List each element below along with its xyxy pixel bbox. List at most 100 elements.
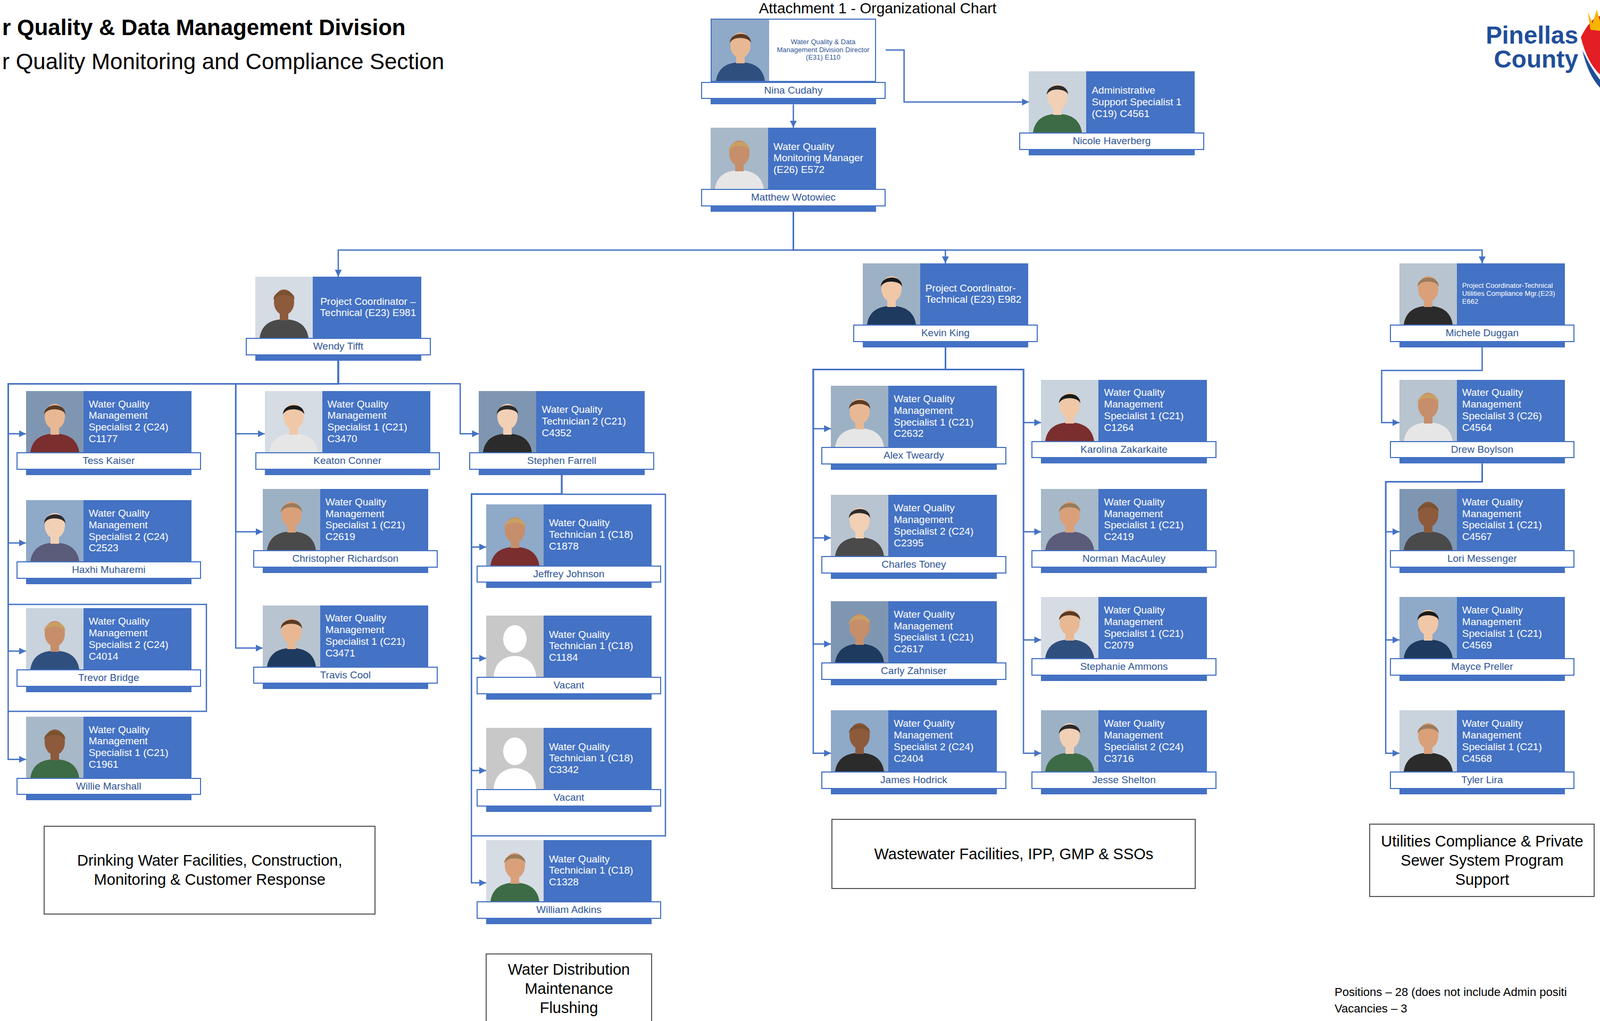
- position-title: Water Quality Technician 1 (C18) C1328: [543, 839, 652, 902]
- name-underbar: [1028, 150, 1195, 156]
- position-card: Water Quality Management Specialist 1 (C…: [1040, 379, 1207, 441]
- photo-hair: [282, 404, 305, 414]
- person-photo: [1040, 379, 1099, 441]
- position-box: Project Coordinator-Technical (E23) E982…: [853, 263, 1038, 348]
- person-name: Willie Marshall: [16, 777, 202, 796]
- position-card: Administrative Support Specialist 1 (C19…: [1028, 71, 1195, 133]
- photo-face: [1059, 722, 1080, 749]
- position-card: Water Quality Technician 2 (C21) C4352: [478, 390, 645, 453]
- position-title: Project Coordinator-Technical Utilities …: [1456, 263, 1565, 325]
- photo-ground: [255, 276, 313, 338]
- position-box: Water Quality Management Specialist 3 (C…: [1389, 379, 1575, 464]
- photo-body: [490, 882, 540, 902]
- person-photo: [26, 607, 84, 670]
- photo-body: [267, 647, 316, 667]
- section-heading: r Quality Monitoring and Compliance Sect…: [2, 48, 445, 75]
- position-card: Water Quality Technician 1 (C18) C1878: [486, 504, 652, 566]
- position-card: Water Quality Management Specialist 1 (C…: [1399, 710, 1565, 772]
- person-name: Charles Toney: [821, 555, 1006, 574]
- name-underbar: [264, 469, 431, 475]
- photo-hair: [729, 33, 752, 43]
- person-photo: [1399, 488, 1457, 550]
- photo-face: [44, 403, 65, 430]
- photo-body: [482, 433, 532, 453]
- photo-hair: [44, 622, 66, 632]
- position-box: Water Quality Management Specialist 1 (C…: [16, 716, 202, 801]
- photo-face: [849, 722, 870, 749]
- person-photo: [1040, 488, 1099, 550]
- photo-ground: [26, 390, 84, 453]
- person-photo: [264, 390, 323, 453]
- position-card: Water Quality Management Specialist 1 (C…: [262, 488, 429, 550]
- photo-face: [881, 276, 902, 302]
- name-underbar: [830, 679, 997, 686]
- position-title: Water Quality Management Specialist 2 (C…: [83, 500, 192, 562]
- name-underbar: [478, 469, 645, 475]
- reporting-line: [793, 211, 1483, 264]
- photo-body: [1403, 531, 1453, 550]
- position-title: Water Quality Technician 2 (C21) C4352: [536, 390, 645, 453]
- logo-wave: [1582, 50, 1600, 88]
- position-card: Water Quality Management Specialist 2 (C…: [1040, 710, 1207, 772]
- name-underbar: [1399, 457, 1565, 464]
- name-underbar: [1399, 342, 1565, 348]
- person-photo: [1399, 263, 1457, 325]
- photo-face: [281, 501, 302, 528]
- county-logo-text: Pinellas County: [1463, 23, 1579, 72]
- name-underbar: [710, 98, 877, 105]
- silhouette-head: [503, 737, 527, 765]
- photo-ground: [26, 607, 84, 670]
- photo-ground: [1399, 379, 1457, 441]
- photo-face: [283, 403, 304, 430]
- photo-face: [281, 618, 302, 644]
- photo-ground: [711, 19, 770, 81]
- position-title: Water Quality Monitoring Manager (E26) E…: [768, 127, 877, 189]
- position-title: Water Quality Management Specialist 2 (C…: [1098, 710, 1207, 772]
- photo-ground: [486, 727, 544, 789]
- position-card: Project Coordinator-Technical (E23) E982: [862, 263, 1029, 325]
- position-box: Water Quality Management Specialist 1 (C…: [1031, 488, 1216, 573]
- position-card: Water Quality Management Specialist 2 (C…: [26, 500, 192, 562]
- photo-hair: [1417, 611, 1439, 621]
- position-title: Water Quality Management Specialist 1 (C…: [320, 488, 429, 550]
- name-underbar: [1040, 457, 1207, 464]
- person-photo: [262, 605, 321, 667]
- photo-ground: [486, 839, 544, 902]
- photo-body: [30, 759, 80, 778]
- position-box: Water Quality Technician 1 (C18) C1184Va…: [476, 615, 662, 700]
- photo-body: [1403, 422, 1453, 441]
- photo-hair: [1417, 724, 1439, 734]
- position-title: Project Coordinator-Technical (E23) E982: [920, 263, 1029, 325]
- name-underbar: [486, 694, 652, 700]
- person-name: Carly Zahniser: [821, 662, 1006, 680]
- person-photo: [830, 710, 889, 772]
- photo-hair: [496, 404, 519, 414]
- name-underbar: [486, 582, 652, 588]
- photo-hair: [1046, 85, 1069, 95]
- photo-body: [30, 433, 80, 453]
- photo-hair: [504, 854, 526, 864]
- person-photo: [478, 390, 537, 453]
- chart-title: Attachment 1 - Organizational Chart: [759, 0, 997, 16]
- photo-face: [1059, 609, 1080, 636]
- position-title: Water Quality Management Specialist 1 (C…: [1098, 379, 1207, 441]
- name-underbar: [1040, 788, 1207, 795]
- photo-ground: [1028, 71, 1087, 133]
- photo-ground: [1040, 596, 1099, 658]
- position-box: Water Quality Management Specialist 1 (C…: [821, 385, 1006, 470]
- person-name: Jeffrey Johnson: [476, 565, 662, 583]
- photo-body: [835, 752, 885, 772]
- photo-face: [1059, 392, 1080, 419]
- photo-face: [497, 403, 518, 430]
- position-title: Project Coordinator – Technical (E23) E9…: [312, 276, 421, 338]
- person-photo: [486, 839, 544, 902]
- name-underbar: [1399, 567, 1565, 573]
- photo-body: [835, 537, 885, 556]
- name-underbar: [1040, 567, 1207, 573]
- photo-hair: [1059, 611, 1081, 621]
- position-box: Water Quality Management Specialist 1 (C…: [255, 390, 440, 475]
- photo-hair: [1059, 503, 1081, 513]
- division-heading: r Quality & Data Management Division: [2, 14, 406, 41]
- person-name: Alex Tweardy: [821, 446, 1006, 465]
- photo-face: [504, 517, 525, 543]
